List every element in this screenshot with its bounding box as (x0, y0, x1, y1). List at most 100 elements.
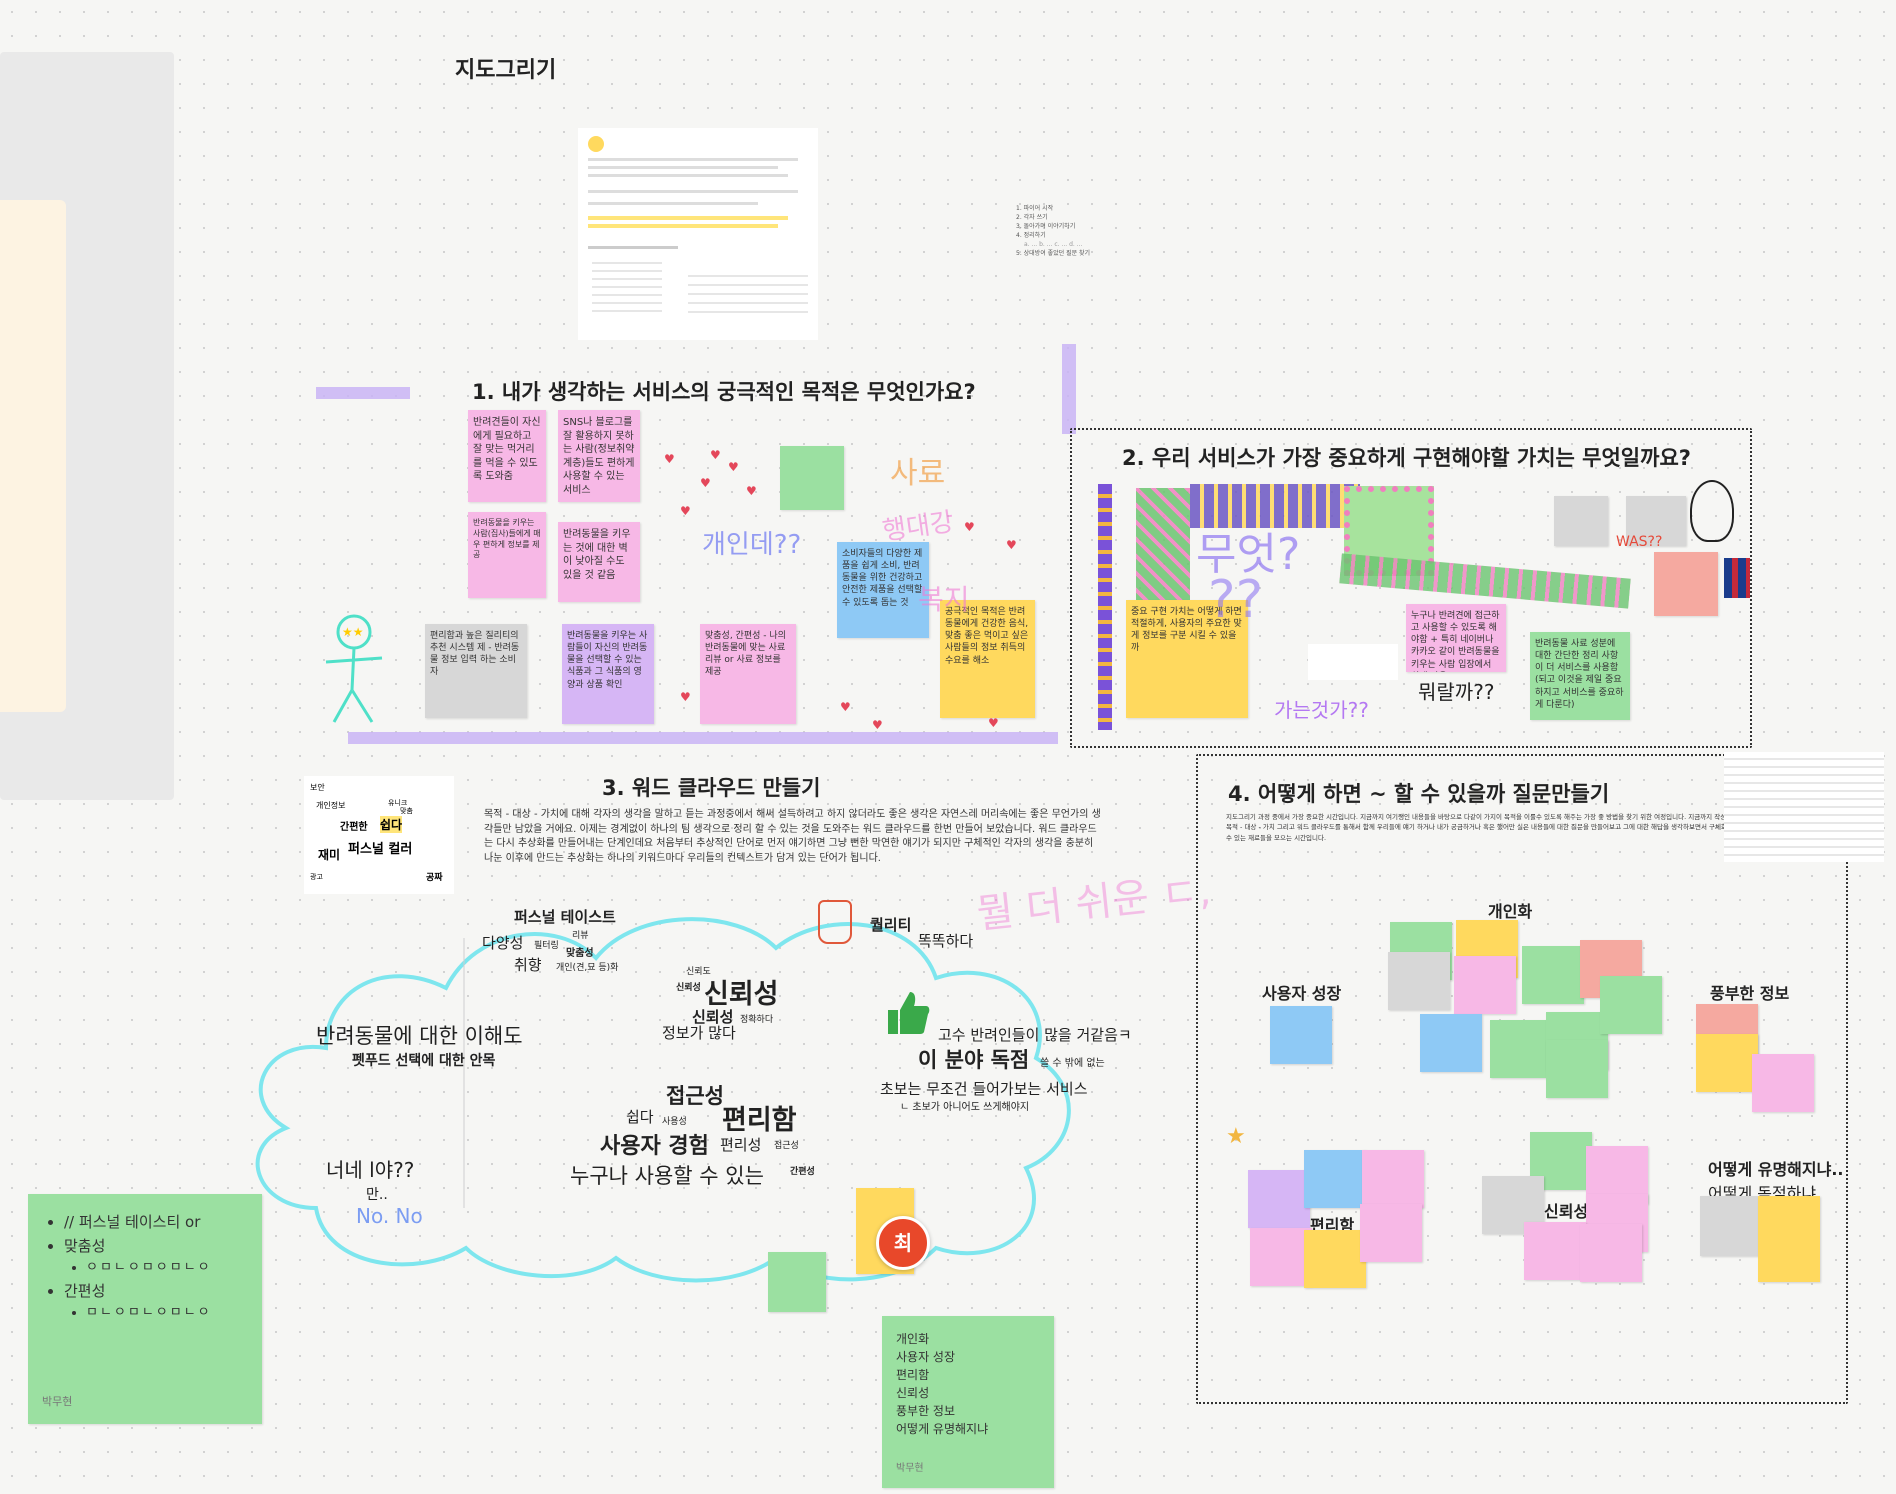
heart-icon: ♥ (1006, 538, 1017, 552)
group-label: 신뢰성 (1544, 1202, 1589, 1221)
sticky-note[interactable] (1454, 956, 1516, 1014)
sticky-note[interactable] (768, 1252, 826, 1312)
handwriting: 행대강 (880, 507, 956, 547)
left-sticky-note[interactable]: // 퍼스널 테이스티 or 맞춤성 ㅇㅁㄴㅇㅁㅇㅁㄴㅇ 간편성 ㅁㄴㅇㅁㄴㅇㅁ… (28, 1194, 262, 1424)
cloud-word: 이 분야 독점 (918, 1048, 1030, 1072)
heart-icon: ♥ (664, 452, 675, 466)
reference-document[interactable] (1724, 752, 1884, 862)
sticky-note[interactable] (1522, 946, 1584, 1004)
sticky-note[interactable] (1304, 1150, 1366, 1208)
group-label: 사용자 성장 (1262, 984, 1342, 1003)
sticky-note[interactable] (1524, 1222, 1586, 1280)
sticky-note[interactable] (1546, 1040, 1608, 1098)
sticky-note[interactable] (1696, 1034, 1758, 1092)
cloud-word: 퀄리티 (870, 916, 912, 934)
cloud-word: 쓸 수 밖에 없는 (1040, 1058, 1105, 1069)
star-icon: ★ (1226, 1124, 1246, 1149)
sketch-drawing (1690, 480, 1734, 542)
cloud-word: 접근성 (666, 1084, 724, 1108)
sticky-note[interactable]: 반려동물 사료 성분에 대한 간단한 정리 사항이 더 서비스를 사용함(되고 … (1530, 632, 1630, 720)
thumbs-up-icon (888, 992, 930, 1034)
handwriting: ?? (1208, 570, 1264, 630)
handwriting: 사료 (890, 456, 946, 491)
note-author: 박무현 (42, 1395, 73, 1409)
sticky-note[interactable]: 소비자들의 다양한 제품을 쉽게 소비, 반려동물을 위한 건강하고 안전한 제… (837, 542, 929, 638)
section2-title: 2. 우리 서비스가 가장 중요하게 구현해야할 가치는 무엇일까요? (1122, 446, 1691, 470)
sticky-note[interactable] (1360, 1204, 1422, 1262)
cloud-word: 반려동물에 대한 이해도 (316, 1024, 523, 1048)
wordcloud-thumbnail[interactable]: 보안 개인정보 간편한 쉽다 퍼스널 컬러 재미 공짜 광고 유니크 맞춤 (304, 776, 454, 894)
heart-icon: ♥ (710, 448, 721, 462)
sticky-note[interactable]: 누구나 반려견에 접근하고 사용할 수 있도록 해야함 + 특히 네이버나 카카… (1406, 604, 1506, 672)
cloud-word: 신뢰도 (686, 967, 711, 977)
cloud-word: 간편성 (790, 1167, 815, 1177)
sticky-note[interactable] (1362, 1150, 1424, 1208)
sticky-note[interactable]: 반려동물을 키우는 사람(집사)들에게 매우 편하게 정보를 제공 (468, 512, 546, 598)
group-label: 어떻게 유명해지냐.. (1708, 1160, 1844, 1179)
handwriting: 개인데?? (702, 530, 802, 560)
sticky-note[interactable] (1554, 496, 1608, 546)
handwriting: 무엇? (1196, 529, 1301, 580)
decorative-border (1098, 484, 1112, 730)
handwriting: 복지 (918, 583, 970, 616)
ribbon-bottom (348, 732, 1058, 744)
side-panel-cream (0, 200, 66, 712)
sticky-note[interactable]: 반려동물을 키우는 것에 대한 벽이 낮아질 수도 있을 것 같음 (558, 522, 640, 602)
cloud-word: 맞춤성 (566, 948, 594, 959)
cloud-word: 정확하다 (740, 1015, 774, 1025)
heart-icon: ♥ (700, 476, 711, 490)
group-label: 개인화 (1488, 902, 1533, 921)
sticky-note[interactable]: 중요 구현 가치는 어떻게 하면 적절하게, 사용자의 주요한 맞게 정보를 구… (1126, 600, 1248, 718)
process-list: 1. 파이어 시작 2. 각자 쓰기 3. 돌아가며 이야기하기 4. 정리하기… (1016, 205, 1091, 257)
document-thumbnail[interactable] (578, 128, 818, 340)
cloud-word: 사용자 경험 (600, 1134, 709, 1159)
sticky-note[interactable] (1388, 952, 1450, 1010)
sticky-note[interactable] (1752, 1054, 1814, 1112)
cloud-word: 개인(견,묘 등)화 (556, 963, 619, 973)
cloud-word: 누구나 사용할 수 있는 (570, 1164, 764, 1188)
sticky-note[interactable] (1420, 1014, 1482, 1072)
sticky-note[interactable] (1250, 1228, 1312, 1286)
handwriting: 가는것가?? (1274, 698, 1369, 722)
sticky-note[interactable] (1654, 552, 1718, 616)
summary-sticky-note[interactable]: 개인화 사용자 성장 편리함 신뢰성 풍부한 정보 어떻게 유명해지냐 박무현 (882, 1316, 1054, 1488)
cloud-word: 취향 (514, 956, 542, 974)
handwriting: WAS?? (1616, 534, 1663, 550)
handwriting: 만.. (366, 1187, 388, 1203)
sticky-note[interactable] (1270, 1006, 1332, 1064)
sticky-note[interactable] (1626, 496, 1686, 546)
cloud-word: 초보는 무조건 들어가보는 서비스 (880, 1080, 1088, 1098)
cloud-word: 신뢰성 (676, 983, 701, 993)
sticky-note[interactable]: 공극적인 목적은 반려동물에게 건강한 음식, 맞춤 좋은 먹이고 싶은 사람들… (940, 600, 1035, 718)
heart-icon: ♥ (680, 690, 691, 704)
cloud-word: 퍼스널 테이스트 (514, 908, 616, 926)
cloud-word: 펫푸드 선택에 대한 안목 (352, 1053, 496, 1069)
section4-frame (1196, 754, 1848, 1404)
ribbon-vertical (1062, 344, 1076, 434)
user-avatar[interactable]: 최 (876, 1216, 930, 1270)
sticky-note[interactable] (1248, 1170, 1310, 1228)
cloud-word: 신뢰성 (692, 1008, 734, 1026)
sticky-note[interactable]: 반려견들이 자신에게 필요하고 잘 맞는 먹거리를 먹을 수 있도록 도와줌 (468, 410, 546, 502)
ribbon-left (316, 387, 410, 399)
svg-text:★★: ★★ (342, 625, 364, 639)
sticky-note[interactable] (1304, 1230, 1366, 1288)
sticky-note[interactable]: 반려동물을 키우는 사람들이 자신의 반려동물을 선택할 수 있는 식품과 그 … (562, 624, 654, 724)
sticky-note[interactable] (1600, 976, 1662, 1034)
sticky-note[interactable] (1700, 1196, 1762, 1256)
stick-figure-drawing: ★★ (325, 614, 383, 723)
sticky-note[interactable] (1490, 1020, 1552, 1078)
sticky-note[interactable]: SNS나 블로그를 잘 활용하지 못하는 사람(정보취약계층)들도 편하게 사용… (558, 410, 640, 502)
cloud-word: 접근성 (774, 1141, 799, 1151)
sticky-note[interactable]: 맞춤성, 간편성 - 나의 반려동물에 맞는 사료 리뷰 or 사료 정보를 제… (700, 624, 796, 724)
sticky-note[interactable] (780, 446, 844, 510)
sticky-note[interactable]: 편리함과 높은 질리티의 추천 시스템 제 - 반려동물 정보 입력 하는 소비… (425, 624, 527, 718)
group-label: 풍부한 정보 (1710, 984, 1790, 1003)
cloud-word: 사용성 (662, 1117, 687, 1127)
cloud-word: 필터링 (534, 941, 559, 951)
cloud-word: ㄴ 초보가 아니어도 쓰게해야지 (900, 1102, 1030, 1113)
heart-icon: ♥ (872, 718, 883, 732)
sticky-note[interactable] (1580, 1224, 1642, 1282)
sticky-note[interactable] (1758, 1196, 1820, 1282)
section3-title: 3. 워드 클라우드 만들기 (602, 776, 821, 800)
